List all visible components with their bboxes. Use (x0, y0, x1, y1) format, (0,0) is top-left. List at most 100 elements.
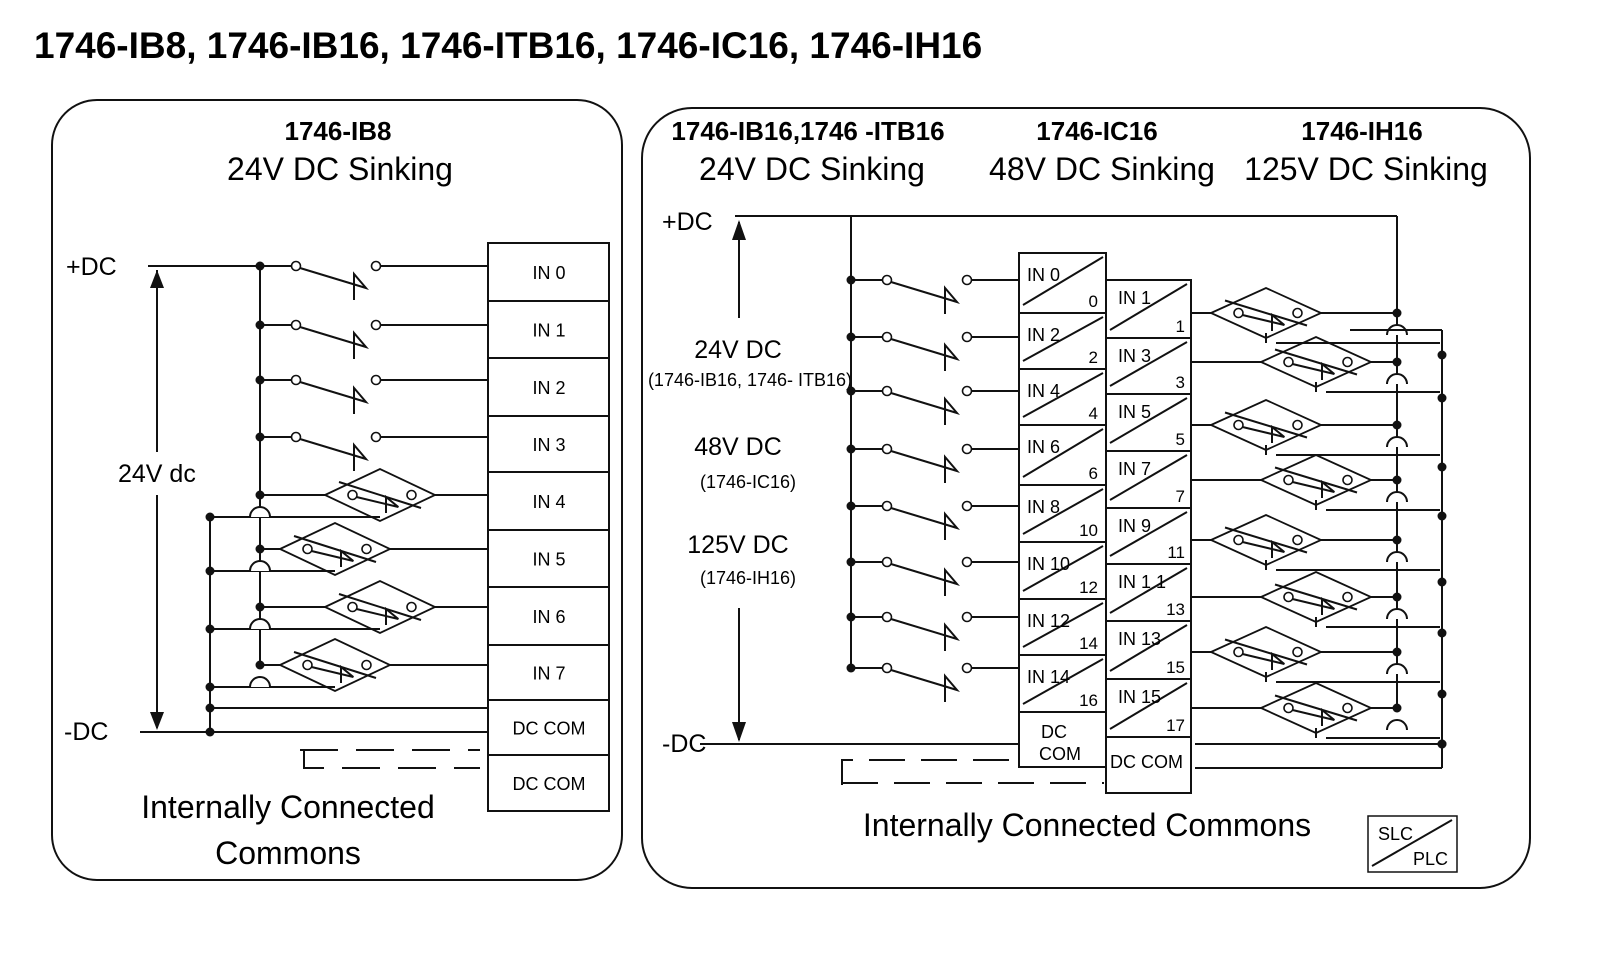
right-common-label: Internally Connected Commons (863, 807, 1311, 843)
even-terminal-number: 14 (1079, 634, 1098, 653)
col1-type-label: 24V DC Sinking (699, 151, 925, 187)
dc-com-label: COM (1039, 744, 1081, 764)
switch-contact (290, 374, 302, 386)
odd-terminal-number: 5 (1176, 430, 1185, 449)
wire-hop (1386, 436, 1408, 448)
switch-arm (890, 618, 960, 651)
wire-hop (249, 676, 271, 688)
switch-contact (1342, 474, 1353, 486)
v2-label: 48V DC (694, 433, 782, 461)
junction-dot (1437, 350, 1447, 360)
left-panel: 1746-IB8 24V DC Sinking +DC -DC 24V dc I… (51, 99, 623, 881)
switch-arm (299, 438, 369, 471)
sensor-arm (1292, 596, 1335, 615)
left-common-label-1: Internally Connected (141, 789, 435, 825)
col2-type-label: 48V DC Sinking (989, 151, 1215, 187)
switch-contact (881, 662, 893, 674)
switch-contact (1292, 307, 1303, 319)
sensor-arm (356, 606, 399, 625)
even-terminal-label: IN 0 (1027, 265, 1060, 285)
switch-contact (881, 385, 893, 397)
col3-model-label: 1746-IH16 (1301, 116, 1422, 146)
sensor-line (1274, 466, 1358, 494)
right-plus-dc-label: +DC (662, 208, 713, 236)
diag-divider (1109, 567, 1188, 614)
even-terminal-number: 6 (1089, 464, 1098, 483)
even-terminal-number: 4 (1089, 404, 1098, 423)
switch-arm (299, 267, 369, 300)
junction-dot (1437, 739, 1447, 749)
odd-terminal-number: 3 (1176, 373, 1185, 392)
sensor-line (293, 651, 377, 679)
switch-contact (370, 431, 382, 443)
switch-contact (290, 260, 302, 272)
switch-contact (1233, 534, 1244, 546)
left-common-dash (303, 750, 480, 769)
switch-contact (347, 601, 358, 613)
odd-terminal-label: IN 13 (1118, 629, 1161, 649)
left-terminal-label: IN 2 (532, 378, 565, 398)
switch-contact (1283, 591, 1294, 603)
col1-model-label: 1746-IB16,1746 -ITB16 (671, 116, 944, 146)
switch-arm (890, 563, 960, 596)
switch-contact (347, 489, 358, 501)
switch-arm (299, 381, 369, 414)
sensor-line (1274, 348, 1358, 376)
switch-contact (302, 543, 313, 555)
v3-note: (1746-IH16) (700, 568, 796, 588)
switch-contact (1283, 356, 1294, 368)
switch-contact (1233, 646, 1244, 658)
left-terminal-block (487, 242, 610, 812)
odd-terminal-label: IN 1 1 (1118, 572, 1166, 592)
odd-terminal-number: 13 (1166, 600, 1185, 619)
odd-terminal-number: 11 (1167, 543, 1185, 562)
sensor-arm (1292, 479, 1335, 498)
diag-divider (1022, 428, 1104, 478)
junction-dot (1437, 462, 1447, 472)
sensor-arm (311, 664, 354, 683)
diag-divider (1022, 488, 1104, 535)
switch-contact (290, 319, 302, 331)
left-arrow-head-down (150, 712, 164, 730)
switch-contact (370, 260, 382, 272)
switch-arm (890, 507, 960, 540)
plc-label: PLC (1413, 849, 1448, 869)
wire-hop (1386, 491, 1408, 503)
wire-hop (249, 506, 271, 518)
left-minus-dc-label: -DC (64, 718, 108, 746)
switch-contact (361, 659, 372, 671)
sensor-arm (311, 548, 354, 567)
switch-contact (1292, 534, 1303, 546)
junction-dot (1437, 577, 1447, 587)
left-terminal-label: DC COM (513, 719, 586, 739)
wire-hop (1386, 719, 1408, 731)
switch-contact (1292, 646, 1303, 658)
diag-divider (1022, 545, 1104, 592)
v2-note: (1746-IC16) (700, 472, 796, 492)
even-terminal-number: 10 (1079, 521, 1098, 540)
diag-divider (1109, 397, 1188, 444)
sensor-line (1274, 583, 1358, 611)
right-panel: 1746-IB16,1746 -ITB16 24V DC Sinking 174… (641, 107, 1531, 889)
switch-arm (890, 450, 960, 483)
v1-note: (1746-IB16, 1746- ITB16) (648, 370, 852, 390)
switch-contact (1342, 702, 1353, 714)
switch-arm (890, 669, 960, 702)
switch-contact (961, 331, 973, 343)
wire-hop (249, 618, 271, 630)
wire-hop (1386, 663, 1408, 675)
even-terminal-label: IN 8 (1027, 497, 1060, 517)
odd-terminal-block (1105, 279, 1192, 794)
col2-model-label: 1746-IC16 (1036, 116, 1157, 146)
left-common-label-2: Commons (215, 835, 361, 871)
junction-dot (1437, 628, 1447, 638)
even-terminal-label: IN 14 (1027, 667, 1070, 687)
diag-divider (1109, 341, 1188, 387)
junction-dot (1392, 308, 1402, 318)
switch-contact (370, 374, 382, 386)
junction-dot (1437, 511, 1447, 521)
switch-arm (890, 281, 960, 314)
switch-contact (881, 500, 893, 512)
sensor-line (1224, 411, 1308, 439)
switch-contact (881, 611, 893, 623)
